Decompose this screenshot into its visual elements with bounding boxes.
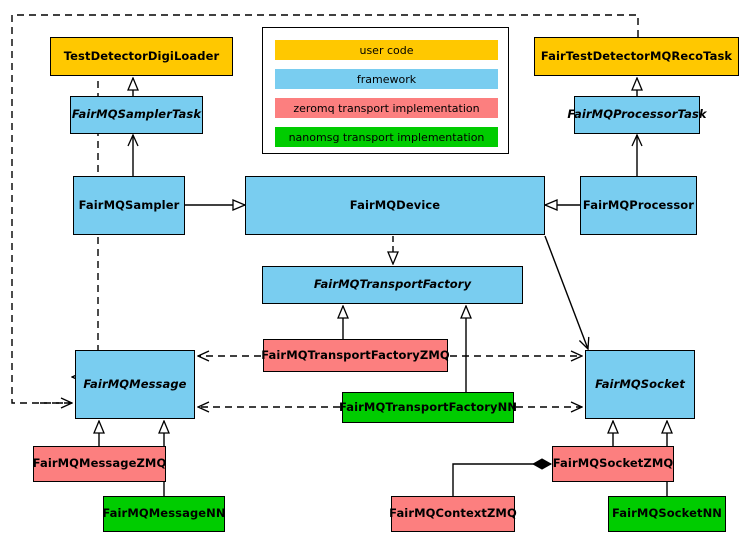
class-node-label: FairMQProcessorTask xyxy=(567,107,707,122)
class-node-FairMQDevice[interactable]: FairMQDevice xyxy=(245,176,545,235)
class-node-label: FairMQMessage xyxy=(83,376,187,391)
class-node-label: FairMQSocket xyxy=(595,376,685,391)
class-node-label: FairMQTransportFactoryNN xyxy=(338,399,518,414)
class-node-FairMQTransportFactory[interactable]: FairMQTransportFactory xyxy=(262,266,523,304)
class-node-FairMQSocketNN[interactable]: FairMQSocketNN xyxy=(608,496,726,532)
class-node-FairMQContextZMQ[interactable]: FairMQContextZMQ xyxy=(389,496,517,532)
class-node-label: FairMQDevice xyxy=(349,197,441,212)
class-node-label: FairMQContextZMQ xyxy=(389,506,517,521)
class-node-FairMQProcessor[interactable]: FairMQProcessor xyxy=(580,176,697,235)
legend-item-zeromq: zeromq transport implementation xyxy=(275,98,498,118)
class-node-FairTestDetectorMQRecoTask[interactable]: FairTestDetectorMQRecoTask xyxy=(534,37,739,76)
class-node-label: FairMQMessageNN xyxy=(102,506,226,521)
class-node-FairMQTransportFactoryNN[interactable]: FairMQTransportFactoryNN xyxy=(338,392,518,423)
class-node-label: FairMQMessageZMQ xyxy=(32,456,167,471)
legend-item-user-code: user code xyxy=(275,40,498,60)
class-node-FairMQSocketZMQ[interactable]: FairMQSocketZMQ xyxy=(552,446,674,482)
class-node-label: FairMQSamplerTask xyxy=(71,107,202,122)
edge-recotask-message-path xyxy=(11,14,639,404)
class-node-FairMQMessageNN[interactable]: FairMQMessageNN xyxy=(102,496,226,532)
legend-label-user-code: user code xyxy=(359,43,414,57)
class-node-FairMQSamplerTask[interactable]: FairMQSamplerTask xyxy=(70,96,203,134)
class-node-FairMQSampler[interactable]: FairMQSampler xyxy=(73,176,185,235)
class-node-FairMQMessage[interactable]: FairMQMessage xyxy=(75,350,195,419)
class-node-TestDetectorDigiLoader[interactable]: TestDetectorDigiLoader xyxy=(50,37,233,76)
edge-contextzmq-socketzmq xyxy=(452,464,551,496)
legend-label-nanomsg: nanomsg transport implementation xyxy=(288,130,485,144)
class-node-label: FairMQTransportFactoryZMQ xyxy=(261,347,450,362)
class-node-label: FairMQSocketZMQ xyxy=(552,456,674,471)
class-node-label: FairMQSocketNN xyxy=(611,506,723,521)
class-node-label: FairTestDetectorMQRecoTask xyxy=(540,48,733,63)
legend-label-zeromq: zeromq transport implementation xyxy=(293,101,480,115)
edge-device-socket xyxy=(544,235,588,349)
class-node-label: FairMQTransportFactory xyxy=(313,277,472,292)
legend-item-framework: framework xyxy=(275,69,498,89)
legend-item-nanomsg: nanomsg transport implementation xyxy=(275,127,498,147)
class-node-FairMQMessageZMQ[interactable]: FairMQMessageZMQ xyxy=(33,446,166,482)
class-node-FairMQSocket[interactable]: FairMQSocket xyxy=(585,350,695,419)
legend-label-framework: framework xyxy=(356,72,417,86)
class-node-FairMQTransportFactoryZMQ[interactable]: FairMQTransportFactoryZMQ xyxy=(261,339,450,372)
class-node-FairMQProcessorTask[interactable]: FairMQProcessorTask xyxy=(567,96,707,134)
legend-box: user code framework zeromq transport imp… xyxy=(262,27,509,154)
class-node-label: FairMQProcessor xyxy=(582,197,695,212)
class-node-label: FairMQSampler xyxy=(78,197,180,212)
class-node-label: TestDetectorDigiLoader xyxy=(63,48,220,63)
